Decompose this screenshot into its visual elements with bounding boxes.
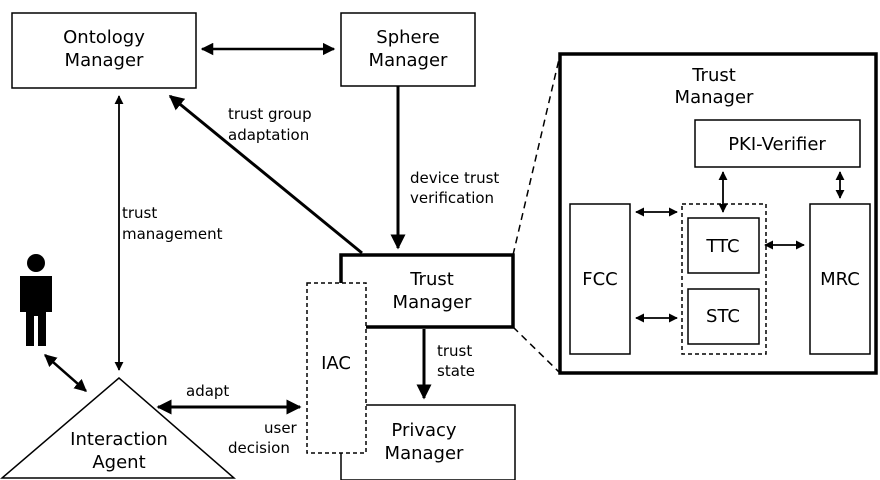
trust-management-label-line1: trust [122,204,157,222]
pki-verifier-box [694,119,861,168]
sphere-manager-label-line2: Manager [369,50,448,71]
detail-title-line2: Manager [675,87,754,108]
interaction-agent-label-line2: Agent [92,452,145,473]
privacy-manager-box [340,404,516,480]
detail-title-line1: Trust [691,65,736,86]
sphere-manager-box [340,12,476,87]
stc-label: STC [706,306,740,327]
user-decision-label-line1: user [264,419,298,437]
zoom-line-top [512,54,561,256]
trust-management-label-line2: management [122,225,223,243]
sphere-manager-label-line1: Sphere [376,27,439,48]
trust-group-adaptation-label-line2: adaptation [228,126,309,144]
device-trust-verification-label-line2: verification [410,189,494,207]
interaction-agent-triangle [0,377,237,479]
iac-box [306,282,367,454]
mrc-box [809,203,871,355]
ttc-box [687,217,760,274]
interaction-agent-label-line1: Interaction [70,429,168,450]
ontology-manager-label-line2: Manager [65,50,144,71]
trust-state-label-line1: trust [437,342,472,360]
pki-verifier-label: PKI-Verifier [728,134,826,155]
stc-box [687,288,760,345]
privacy-manager-label-line2: Manager [385,443,464,464]
user-decision-label-line2: decision [228,439,290,457]
mrc-label: MRC [820,269,860,290]
iac-label: IAC [321,353,351,374]
trust-state-label-line2: state [437,362,475,380]
user-icon [20,254,52,346]
ontology-manager-label-line1: Ontology [63,27,145,48]
zoom-line-bottom [512,326,561,374]
trust-manager-label-line1: Trust [409,269,454,290]
trust-group-adaptation-label-line1: trust group [228,105,312,123]
fcc-label: FCC [582,269,618,290]
trust-manager-label-line2: Manager [393,292,472,313]
user-agent-arrow [44,354,87,392]
trust-manager-box [339,253,515,329]
ttc-label: TTC [705,236,739,257]
adapt-label: adapt [186,382,229,400]
trust-group-adaptation-arrow [168,94,363,255]
fcc-box [569,203,631,355]
device-trust-verification-label-line1: device trust [410,169,499,187]
privacy-manager-label-line1: Privacy [391,420,457,441]
ontology-manager-box [11,12,197,89]
